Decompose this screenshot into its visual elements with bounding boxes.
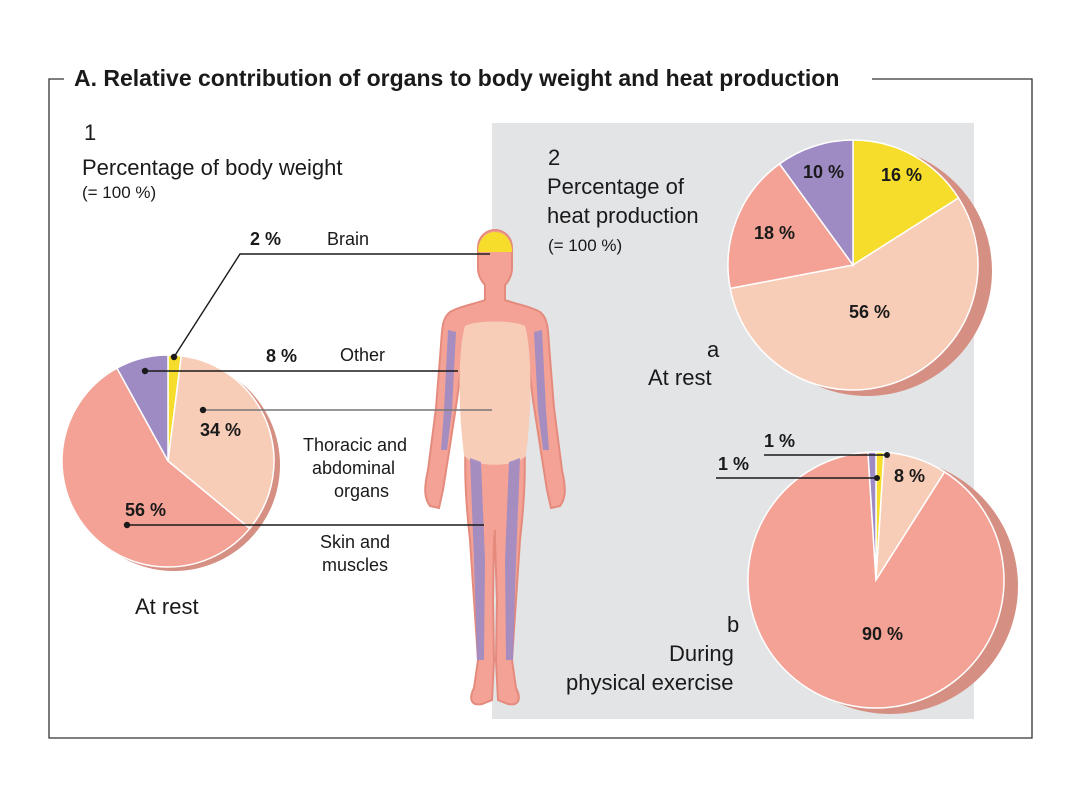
exercise-brain-pct: 1 % — [764, 431, 795, 451]
label-organs-line3: organs — [334, 481, 389, 501]
exercise-organs-pct: 8 % — [894, 466, 925, 486]
weight-other-pct: 8 % — [266, 346, 297, 366]
pie-heat-exercise — [747, 451, 1018, 714]
pie-body-weight — [61, 354, 280, 571]
muscle-regions — [441, 330, 549, 660]
exercise-caption-letter: b — [727, 612, 739, 637]
rest-skin-pct: 18 % — [754, 223, 795, 243]
exercise-caption-line1: During — [669, 641, 734, 666]
label-other: Other — [340, 345, 385, 365]
label-skin-line2: muscles — [322, 555, 388, 575]
weight-pie-caption: At rest — [135, 594, 199, 619]
section2-title-line2: heat production — [547, 203, 699, 228]
label-organs-line1: Thoracic and — [303, 435, 407, 455]
rest-other-pct: 10 % — [803, 162, 844, 182]
brain-dot — [170, 353, 178, 361]
left-arm-muscle — [441, 330, 456, 450]
exercise-skin-pct: 90 % — [862, 624, 903, 644]
pie-slice-thoracic-and-abdominal-organs — [167, 355, 275, 530]
pie-slice-other — [115, 354, 169, 462]
pie-slice-other — [778, 139, 854, 268]
pie-slice-brain — [852, 139, 960, 267]
brain-leader — [173, 253, 490, 358]
pie-slice-thoracic-and-abdominal-organs — [729, 196, 979, 391]
body-silhouette — [424, 228, 566, 706]
exercise-other-pct: 1 % — [718, 454, 749, 474]
section2-title-line1: Percentage of — [547, 174, 685, 199]
weight-organs-pct: 34 % — [200, 420, 241, 440]
brain-region — [478, 232, 512, 252]
right-arm-muscle — [534, 330, 549, 450]
pie-slice-skin-and-muscles — [61, 367, 251, 568]
right-leg-muscle — [505, 458, 520, 660]
section2-note: (= 100 %) — [548, 236, 622, 255]
label-skin-line1: Skin and — [320, 532, 390, 552]
pie-slice-skin-and-muscles — [747, 451, 1005, 709]
organs-dot — [199, 406, 207, 414]
body-weight-leaders — [127, 253, 492, 526]
skin-dot — [123, 521, 131, 529]
pie-heat-rest — [727, 139, 992, 396]
section1-title: Percentage of body weight — [82, 155, 343, 180]
rest-brain-pct: 16 % — [881, 165, 922, 185]
left-leg-muscle — [470, 458, 485, 660]
label-organs-line2: abdominal — [312, 458, 395, 478]
exercise-leaders — [716, 454, 887, 479]
section1-note: (= 100 %) — [82, 183, 156, 202]
other-dot — [141, 367, 149, 375]
figure-frame — [48, 78, 1033, 739]
section1-number: 1 — [84, 120, 96, 145]
pie-slice-other — [867, 451, 877, 581]
torso-organs — [459, 321, 531, 465]
exercise-brain-dot — [884, 452, 890, 458]
label-brain: Brain — [327, 229, 369, 249]
rest-caption-text: At rest — [648, 365, 712, 390]
rest-caption-letter: a — [707, 337, 720, 362]
weight-brain-pct: 2 % — [250, 229, 281, 249]
weight-skin-pct: 56 % — [125, 500, 166, 520]
rest-organs-pct: 56 % — [849, 302, 890, 322]
human-body-illustration — [424, 228, 566, 706]
exercise-other-dot — [874, 475, 880, 481]
figure-title: A. Relative contribution of organs to bo… — [74, 65, 839, 91]
section2-number: 2 — [548, 145, 560, 170]
pie-slice-skin-and-muscles — [727, 162, 855, 290]
body-weight-leader-dots — [123, 353, 207, 529]
exercise-caption-line2: physical exercise — [566, 670, 734, 695]
